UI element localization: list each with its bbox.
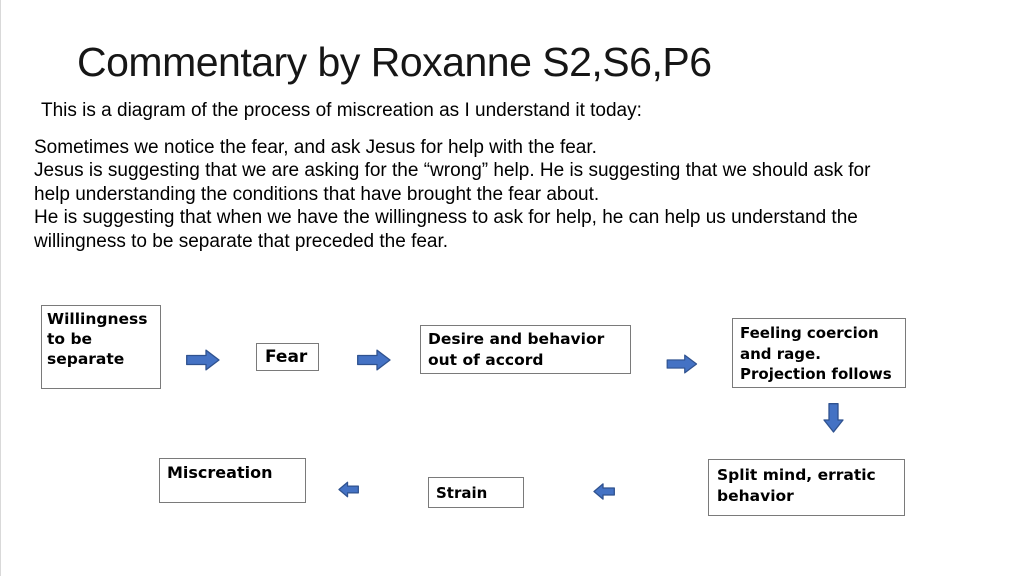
flow-arrow-right-2-icon <box>357 349 391 371</box>
diagram-box-willingness-to-be-separate: Willingness to be separate <box>41 305 161 389</box>
flow-arrow-right-1-icon <box>186 349 220 371</box>
diagram-box-label: Feeling coercion and rage. Projection fo… <box>740 324 892 383</box>
diagram-box-label: Split mind, erratic behavior <box>717 466 876 505</box>
diagram-box-fear: Fear <box>256 343 319 371</box>
diagram-box-desire-and-behavior: Desire and behavior out of accord <box>420 325 631 374</box>
diagram-box-split-mind: Split mind, erratic behavior <box>708 459 905 516</box>
slide-subtitle: This is a diagram of the process of misc… <box>41 100 642 121</box>
diagram-box-strain: Strain <box>428 477 524 508</box>
slide-title: Commentary by Roxanne S2,S6,P6 <box>77 39 712 85</box>
diagram-box-label: Fear <box>265 347 308 367</box>
diagram-box-feeling-coercion: Feeling coercion and rage. Projection fo… <box>732 318 906 388</box>
diagram-box-label: Strain <box>436 483 488 502</box>
slide-body-text: Sometimes we notice the fear, and ask Je… <box>34 137 871 252</box>
flow-arrow-right-3-icon <box>666 354 698 374</box>
flow-arrow-down-icon <box>823 403 844 433</box>
diagram-box-label: Desire and behavior out of accord <box>428 330 605 369</box>
diagram-box-label: Miscreation <box>167 463 273 482</box>
diagram-box-miscreation: Miscreation <box>159 458 306 503</box>
flow-arrow-left-2-icon <box>338 481 359 498</box>
diagram-box-label: Willingness to be separate <box>47 310 148 368</box>
flow-arrow-left-1-icon <box>593 483 615 500</box>
